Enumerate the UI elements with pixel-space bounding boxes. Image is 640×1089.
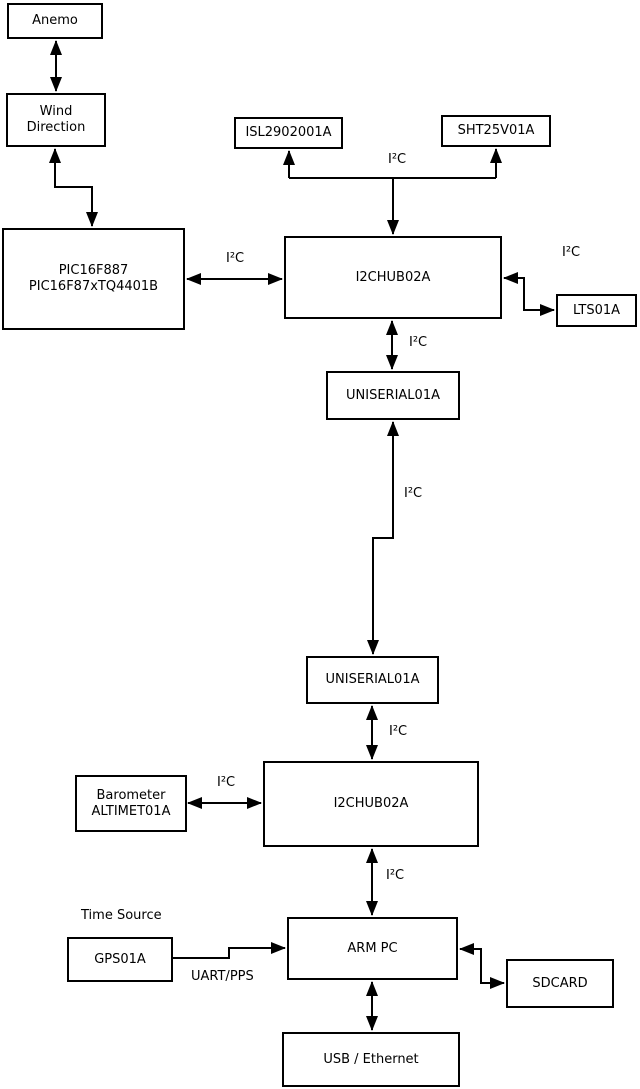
edge-gps-armpc — [173, 942, 286, 959]
label-time-source: Time Source — [81, 908, 162, 923]
node-anemo-label: Anemo — [32, 13, 78, 28]
node-isl2902001a-label: ISL2902001A — [245, 125, 332, 140]
node-armpc-label: ARM PC — [347, 940, 398, 956]
label-i2c-pic-hub1: I²C — [226, 251, 245, 266]
node-pic-line2: PIC16F87xTQ4401B — [28, 279, 159, 294]
edge-uniserial1-uniserial2 — [367, 421, 399, 655]
node-wind-direction-line2: Direction — [26, 120, 86, 135]
node-uniserial01a-2-label: UNISERIAL01A — [325, 672, 420, 687]
node-barometer-line2: ALTIMET01A — [91, 803, 171, 819]
label-uart-pps: UART/PPS — [191, 969, 254, 984]
label-i2c-uniserial1-uniserial2: I²C — [404, 486, 423, 501]
label-i2c-hub1-uniserial1: I²C — [409, 335, 428, 350]
node-barometer: Barometer ALTIMET01A — [75, 775, 187, 832]
node-pic-line1: PIC16F887 — [58, 263, 129, 278]
node-lts01a-label: LTS01A — [572, 302, 621, 318]
node-i2chub02a-2-label: I2CHUB02A — [333, 796, 409, 811]
edge-wind-pic — [49, 148, 98, 227]
node-pic: PIC16F887 PIC16F87xTQ4401B — [2, 228, 185, 330]
node-i2chub02a-2: I2CHUB02A — [263, 761, 479, 847]
node-i2chub02a-1: I2CHUB02A — [284, 236, 502, 319]
node-sht25v01a-label: SHT25V01A — [457, 123, 535, 138]
node-usb-ethernet-label: USB / Ethernet — [323, 1051, 419, 1067]
node-sdcard: SDCARD — [506, 959, 614, 1008]
node-gps01a-label: GPS01A — [94, 951, 146, 967]
node-lts01a: LTS01A — [556, 294, 637, 327]
node-anemo: Anemo — [7, 3, 103, 39]
label-i2c-hub2-armpc: I²C — [386, 868, 405, 883]
node-armpc: ARM PC — [287, 917, 458, 980]
node-wind-direction: Wind Direction — [6, 93, 106, 147]
edge-armpc-sdcard — [459, 943, 505, 989]
label-i2c-barometer-hub2: I²C — [217, 775, 236, 790]
node-gps01a: GPS01A — [67, 937, 173, 982]
node-uniserial01a-1: UNISERIAL01A — [326, 371, 460, 420]
node-sdcard-label: SDCARD — [532, 975, 588, 991]
label-i2c-sensor-bus: I²C — [388, 152, 407, 167]
node-uniserial01a-2: UNISERIAL01A — [306, 656, 439, 704]
node-wind-direction-line1: Wind — [39, 104, 73, 119]
node-barometer-line1: Barometer — [96, 787, 166, 803]
node-isl2902001a: ISL2902001A — [234, 117, 343, 149]
node-usb-ethernet: USB / Ethernet — [282, 1032, 460, 1087]
label-i2c-uniserial2-hub2: I²C — [389, 724, 408, 739]
node-sht25v01a: SHT25V01A — [441, 115, 551, 147]
node-uniserial01a-1-label: UNISERIAL01A — [346, 387, 440, 403]
edge-hub1-lts — [503, 272, 555, 316]
node-i2chub02a-1-label: I2CHUB02A — [355, 269, 431, 285]
label-i2c-hub1-lts: I²C — [562, 245, 581, 260]
